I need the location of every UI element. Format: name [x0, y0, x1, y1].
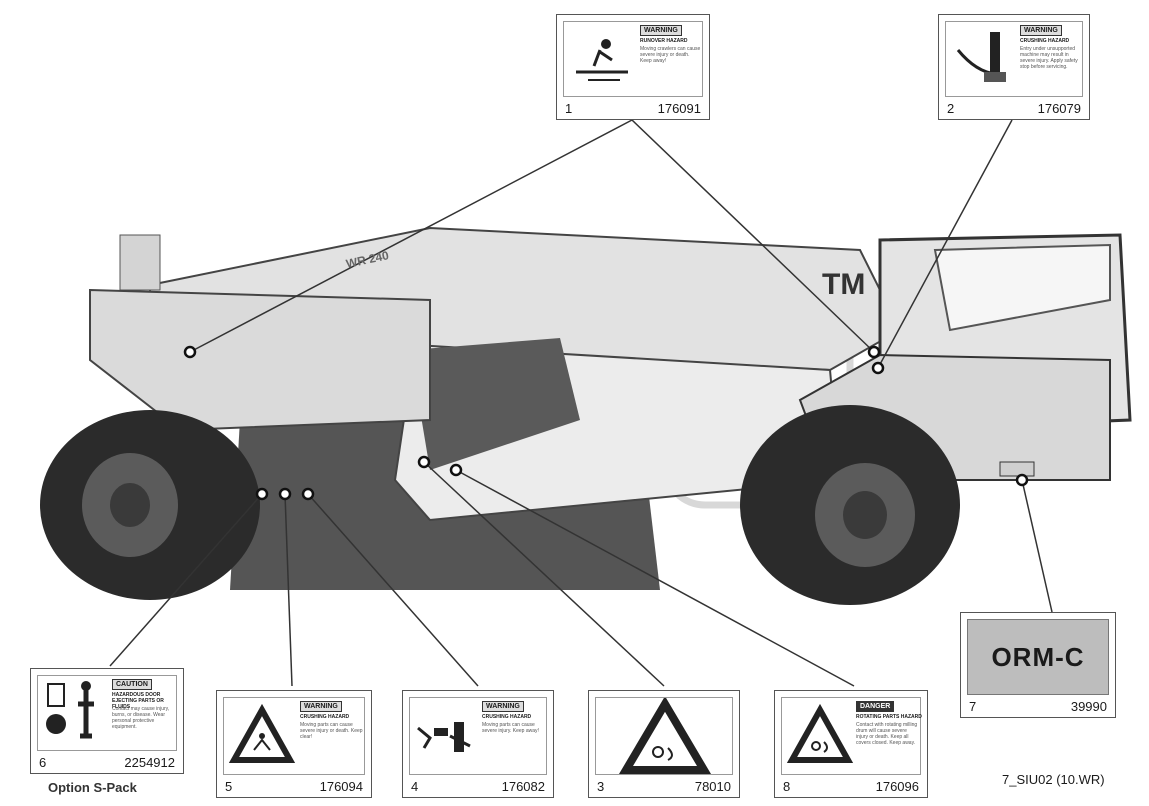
decal-label-6: CAUTION HAZARDOUS DOOR EJECTING PARTS OR… — [30, 668, 184, 774]
label-number: 4 — [411, 779, 419, 794]
decal-text: Moving parts can cause severe injury or … — [300, 722, 363, 740]
decal-label-5: WARNING CRUSHING HAZARD Moving parts can… — [216, 690, 372, 798]
part-number: 176082 — [501, 779, 545, 794]
decal-text: Moving crawlers can cause severe injury … — [640, 46, 701, 64]
decal-image: CAUTION HAZARDOUS DOOR EJECTING PARTS OR… — [37, 675, 177, 751]
decal-header: WARNING — [640, 25, 682, 36]
decal-label-2: WARNING CRUSHING HAZARD Entry under unsu… — [938, 14, 1090, 120]
decal-header: CAUTION — [112, 679, 152, 690]
danger-triangle-icon — [786, 703, 854, 763]
decal-header: WARNING — [1020, 25, 1062, 36]
tires — [40, 405, 960, 605]
label-number: 3 — [597, 779, 605, 794]
part-number: 176079 — [1037, 101, 1081, 116]
label-number: 7 — [969, 699, 977, 714]
decal-label-1: WARNING RUNOVER HAZARD Moving crawlers c… — [556, 14, 710, 120]
decal-subheader: RUNOVER HAZARD — [640, 38, 688, 44]
label-number: 2 — [947, 101, 955, 116]
orm-c-plate: ORM-C — [967, 619, 1109, 695]
part-number: 176094 — [319, 779, 363, 794]
decal-text: Entry under unsupported machine may resu… — [1020, 46, 1078, 70]
hazardous-door-icon — [46, 681, 94, 739]
leader-lines — [109, 119, 1053, 687]
label-number: 5 — [225, 779, 233, 794]
decal-image: WARNING CRUSHING HAZARD Entry under unsu… — [945, 21, 1083, 97]
label-number: 1 — [565, 101, 573, 116]
decal-label-7: ORM-C 7 39990 — [960, 612, 1116, 718]
decal-image — [595, 696, 733, 775]
decal-subheader: HAZARDOUS DOOR EJECTING PARTS OR FLUIDS — [112, 692, 164, 710]
decal-subheader: ROTATING PARTS HAZARD — [856, 714, 922, 720]
drawing-code: 7_SIU02 (10.WR) — [1002, 772, 1105, 787]
rotating-parts-triangle-icon — [618, 696, 712, 774]
part-number: 176096 — [875, 779, 919, 794]
decal-header: WARNING — [300, 701, 342, 712]
part-number: 39990 — [1070, 699, 1107, 714]
decal-label-8: DANGER ROTATING PARTS HAZARD Contact wit… — [774, 690, 928, 798]
orm-c-text: ORM-C — [991, 642, 1085, 672]
label-number: 6 — [39, 755, 47, 770]
decal-label-3: 3 78010 — [588, 690, 740, 798]
decal-image: WARNING CRUSHING HAZARD Moving parts can… — [409, 697, 547, 775]
decal-text: Contact with rotating milling drum will … — [856, 722, 918, 746]
decal-image: DANGER ROTATING PARTS HAZARD Contact wit… — [781, 697, 922, 775]
decal-subheader: CRUSHING HAZARD — [1020, 38, 1070, 44]
hand-crush-icon — [417, 722, 471, 752]
trademark-mark: TM — [822, 268, 866, 301]
decal-header: WARNING — [482, 701, 524, 712]
part-number: 176091 — [657, 101, 701, 116]
decal-markers — [183, 345, 1029, 501]
part-number: 78010 — [694, 779, 731, 794]
decal-subheader: CRUSHING HAZARD — [482, 714, 532, 720]
crushing-hazard-icon — [956, 32, 1006, 82]
decal-header: DANGER — [856, 701, 895, 712]
option-label: Option S-Pack — [48, 780, 137, 795]
decal-text: Contact may cause injury, burns, or dise… — [112, 706, 170, 730]
runover-hazard-icon — [576, 39, 628, 81]
decal-subheader: CRUSHING HAZARD — [300, 714, 350, 720]
crushing-warning-triangle-icon — [228, 703, 296, 763]
decal-image: WARNING CRUSHING HAZARD Moving parts can… — [223, 697, 365, 775]
part-number: 2254912 — [124, 755, 175, 770]
label-number: 8 — [783, 779, 791, 794]
decal-text: Moving parts can cause severe injury. Ke… — [482, 722, 539, 734]
decal-image: WARNING RUNOVER HAZARD Moving crawlers c… — [563, 21, 703, 97]
decal-label-4: WARNING CRUSHING HAZARD Moving parts can… — [402, 690, 554, 798]
